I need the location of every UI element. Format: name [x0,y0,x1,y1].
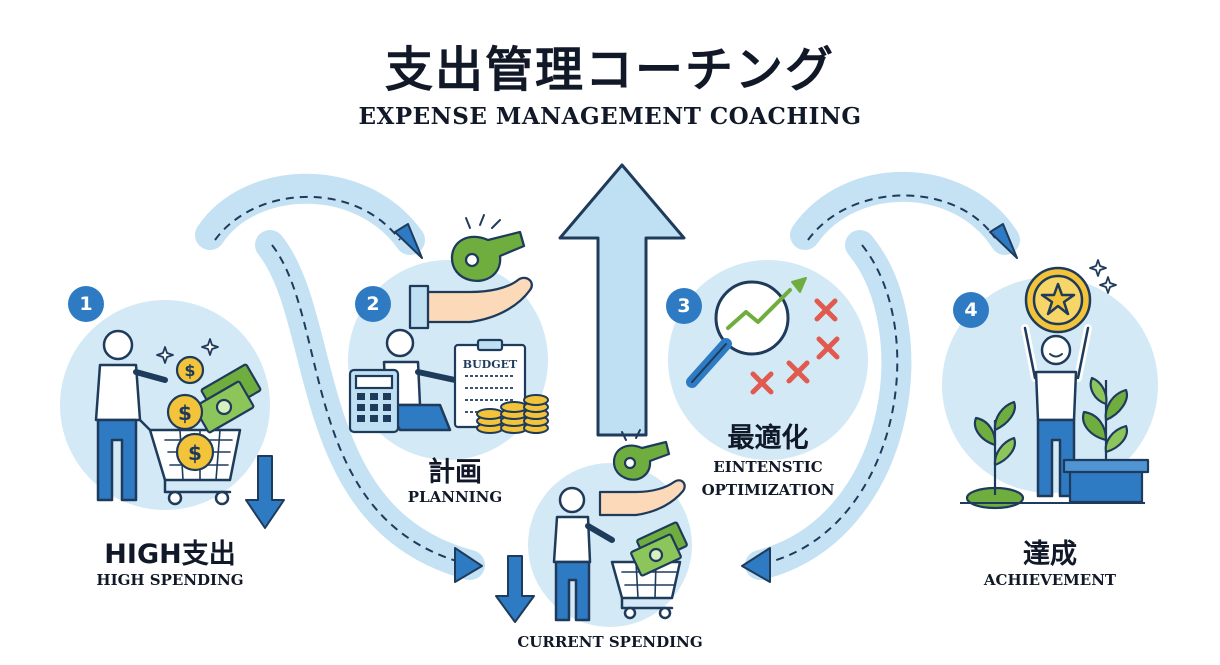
flow-arrow-3-current [741,230,912,583]
step2-label-en: PLANNING [407,488,503,506]
current-spending-label: CURRENT SPENDING [517,633,703,651]
banknote-icon [193,363,262,434]
step3-label-en-line1: EINTENSTIC [713,458,823,476]
step3-number-badge: 3 [666,288,702,324]
dollar-coins-icon [166,355,215,472]
up-arrow-icon [558,163,686,437]
page-title-jp: 支出管理コーチング [384,42,835,98]
down-arrow-icon [245,455,285,529]
hand-icon [408,276,533,330]
whistle-icon [612,429,671,481]
flow-arrow-3-4 [790,171,1020,259]
svg-text:$: $ [184,361,195,380]
step3-label-jp: 最適化 [727,423,809,454]
magnifier-chart-icon [686,277,807,388]
plant-icon [1062,376,1150,504]
step1-label-en: HIGH SPENDING [96,571,244,589]
flow-arrow-1-current [255,230,485,583]
down-arrow-icon [495,555,535,623]
step1-number-badge: 1 [68,286,104,322]
step1-label-jp: HIGH支出 [104,539,236,570]
step4-number-badge: 4 [953,292,989,328]
flow-arrow-1-2 [195,173,425,259]
step2-number-badge: 2 [355,286,391,322]
whistle-icon [450,214,526,283]
page-title-en: EXPENSE MANAGEMENT COACHING [358,103,862,130]
calculator-icon [348,368,400,434]
hand-icon [598,479,686,517]
step3-label-en-line2: OPTIMIZATION [701,481,835,499]
banknote-icon [630,521,688,577]
star-coin-icon [1024,266,1092,334]
person-celebrating-icon [1021,324,1092,498]
step4-label-jp: 達成 [1023,539,1077,570]
step4-label-en: ACHIEVEMENT [983,571,1117,589]
step2-label-jp: 計画 [428,457,482,488]
sparkle-icon [1089,259,1107,277]
budget-sign: BUDGET [463,358,518,371]
svg-text:$: $ [188,441,202,465]
coin-stack-icon [476,394,549,434]
svg-text:$: $ [178,401,192,425]
